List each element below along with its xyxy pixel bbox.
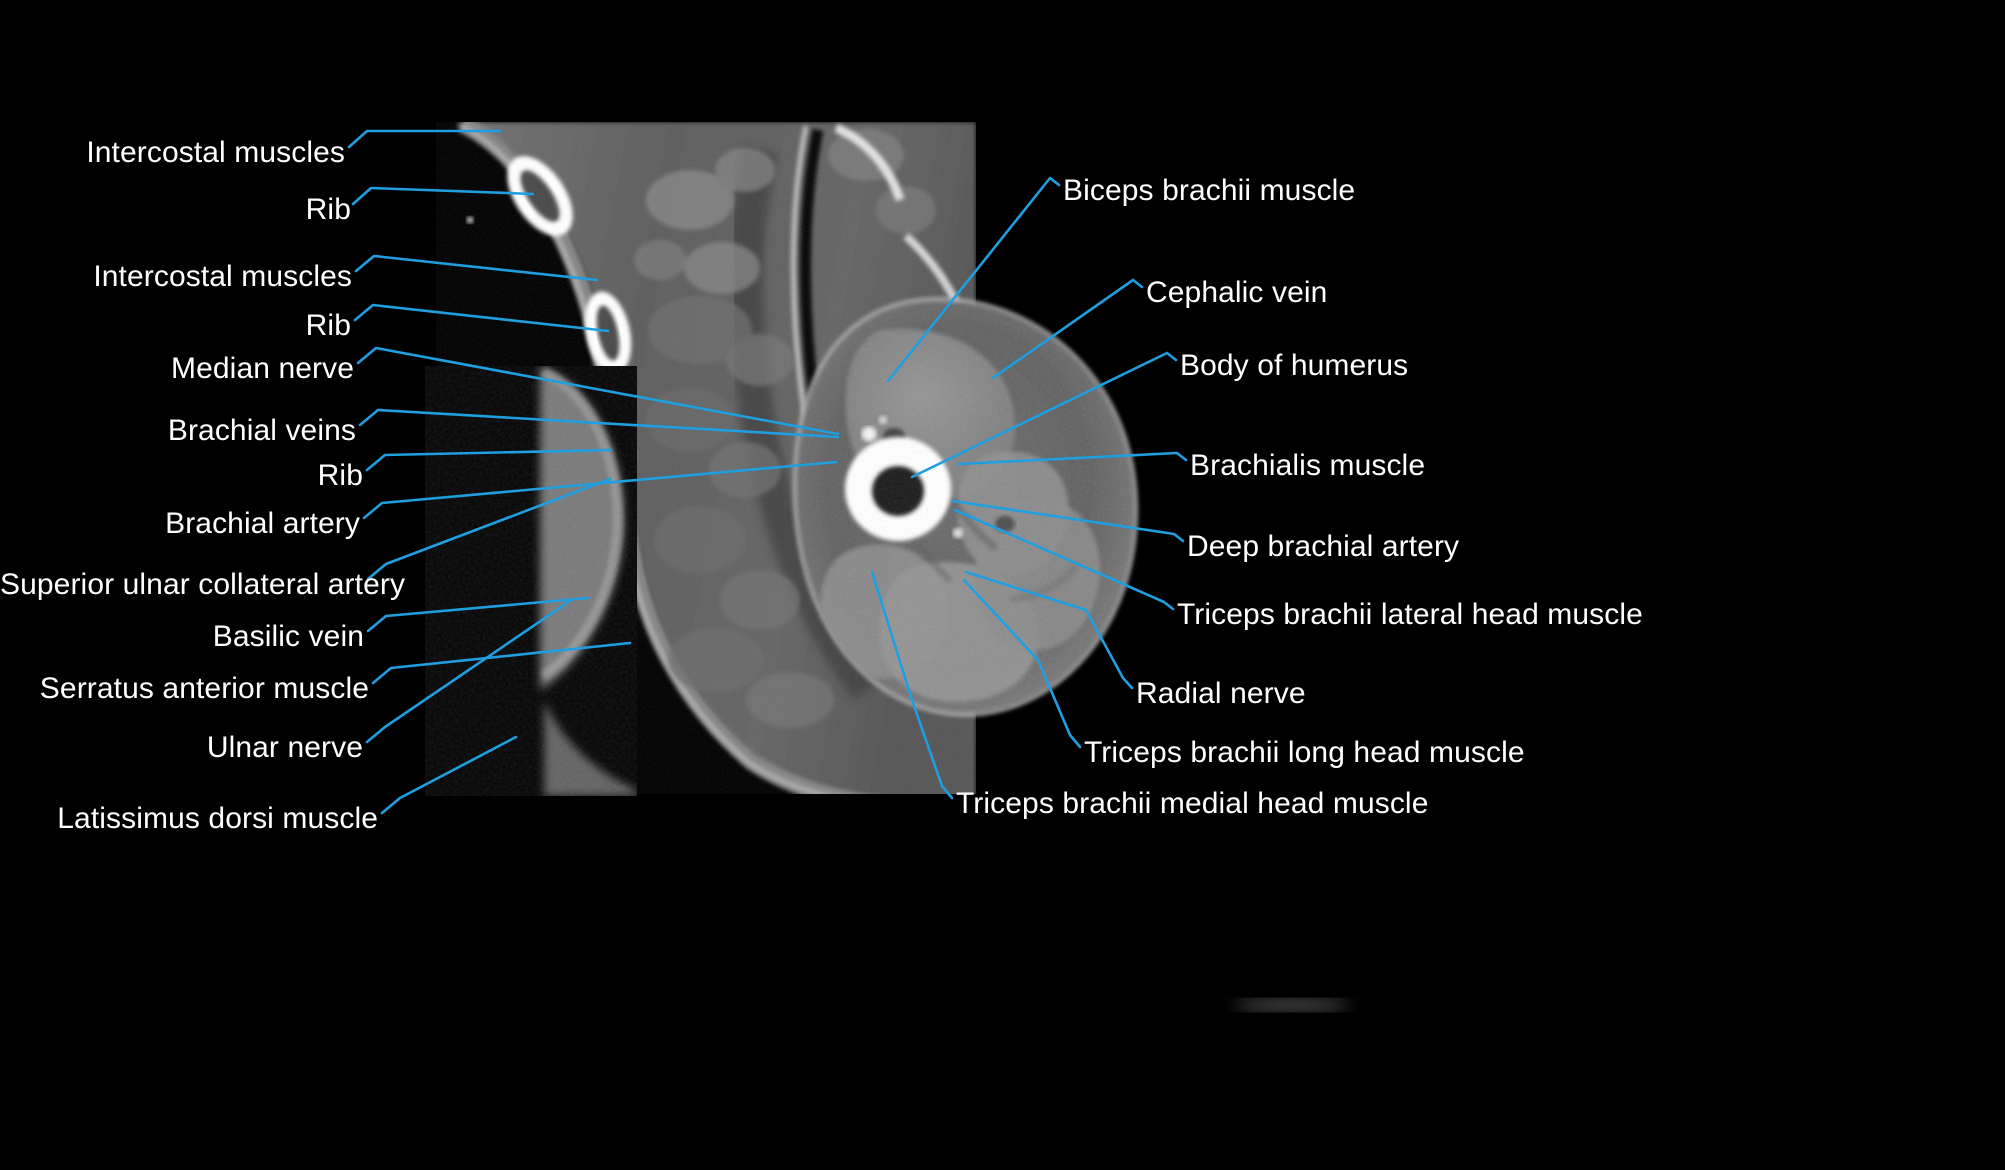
anatomy-label-body-of-humerus: Body of humerus [1180,349,1409,382]
anatomy-label-triceps-brachii-medial-head-muscle: Triceps brachii medial head muscle [956,787,1429,820]
anatomy-label-brachialis-muscle: Brachialis muscle [1190,449,1426,482]
anatomy-label-serratus-anterior-muscle: Serratus anterior muscle [39,672,369,705]
anatomy-label-median-nerve: Median nerve [171,352,354,385]
anatomy-label-superior-ulnar-collateral-artery: Superior ulnar collateral artery [0,568,406,601]
anatomy-label-deep-brachial-artery: Deep brachial artery [1187,530,1460,563]
anatomy-label-intercostal-muscles: Intercostal muscles [93,260,352,293]
anatomy-label-intercostal-muscles: Intercostal muscles [86,136,345,169]
anatomy-label-brachial-veins: Brachial veins [167,414,356,447]
anatomy-label-cephalic-vein: Cephalic vein [1146,276,1328,309]
streak-artifact [1234,999,1350,1011]
anatomy-label-biceps-brachii-muscle: Biceps brachii muscle [1063,174,1356,207]
anatomy-label-basilic-vein: Basilic vein [212,620,364,653]
anatomy-label-ulnar-nerve: Ulnar nerve [206,731,363,764]
anatomy-label-rib: Rib [317,459,363,492]
anatomy-label-radial-nerve: Radial nerve [1136,677,1306,710]
anatomy-label-triceps-brachii-lateral-head-muscle: Triceps brachii lateral head muscle [1177,598,1643,631]
anatomy-label-rib: Rib [305,309,351,342]
soft-tissue-inset-panel [425,366,637,796]
anatomy-label-rib: Rib [305,193,351,226]
anatomy-label-triceps-brachii-long-head-muscle: Triceps brachii long head muscle [1084,736,1525,769]
anatomy-label-brachial-artery: Brachial artery [165,507,360,540]
anatomy-label-latissimus-dorsi-muscle: Latissimus dorsi muscle [57,802,378,835]
